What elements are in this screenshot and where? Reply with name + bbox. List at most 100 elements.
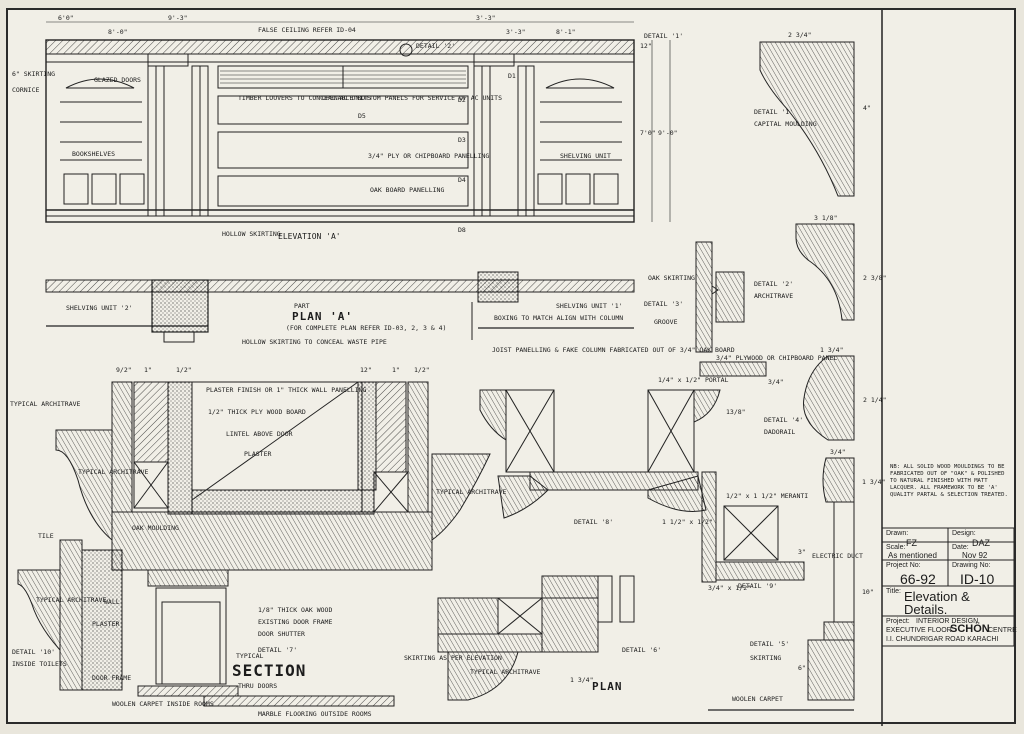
note: 1/2" x 1 1/2" MERANTI bbox=[726, 492, 808, 500]
note: HOLLOW SKIRTING TO CONCEAL WASTE PIPE bbox=[242, 338, 387, 346]
note: CORNICE bbox=[12, 86, 39, 94]
note: OPENABLE BOTTOM PANELS FOR SERVICE OF AC… bbox=[322, 94, 502, 102]
scale-label: Scale: bbox=[886, 544, 906, 551]
title-block-frame bbox=[881, 10, 1015, 726]
project-no-label: Project No: bbox=[886, 562, 921, 569]
note: OAK SKIRTING bbox=[648, 274, 695, 282]
design-value: DAZ bbox=[972, 538, 990, 548]
dim-label: 2 3/4" bbox=[788, 31, 811, 39]
dim-label: 1" bbox=[392, 366, 400, 374]
date-value: Nov 92 bbox=[962, 551, 988, 560]
note: PLASTER bbox=[244, 450, 271, 458]
note: TYPICAL ARCHITRAVE bbox=[36, 596, 107, 604]
project-line2: EXECUTIVE FLOOR bbox=[886, 627, 952, 634]
detail-4-subtitle: DADORAIL bbox=[764, 428, 795, 436]
detail-3-subtitle: GROOVE bbox=[654, 318, 678, 326]
dim-label: 12" bbox=[360, 366, 372, 374]
note: 3/4" PLY OR CHIPBOARD PANELLING bbox=[368, 152, 489, 160]
note: D2 bbox=[458, 96, 466, 104]
note: WOOLEN CARPET bbox=[732, 695, 783, 703]
note: EXISTING DOOR FRAME bbox=[258, 618, 332, 626]
dim-label: 12" bbox=[640, 42, 652, 50]
note: GLAZED DOORS bbox=[94, 76, 141, 84]
detail-9-title: DETAIL '9' bbox=[738, 582, 777, 590]
note: DOOR SHUTTER bbox=[258, 630, 305, 638]
note: TYPICAL ARCHITRAVE bbox=[436, 488, 507, 496]
dim-label: 7'0" bbox=[640, 129, 656, 137]
elevation-a-title: ELEVATION 'A' bbox=[278, 232, 341, 241]
note: D8 bbox=[458, 226, 466, 234]
drawing-no-label: Drawing No: bbox=[952, 562, 991, 569]
note: TIMBER LOUVERS TO CONCEAL AC UNITS bbox=[238, 94, 371, 102]
note: LINTEL ABOVE DOOR bbox=[226, 430, 293, 438]
note: SHELVING UNIT '1' bbox=[556, 302, 623, 310]
note: BOXING TO MATCH ALIGN WITH COLUMN bbox=[494, 314, 623, 322]
dim-label: 1 3/4" bbox=[570, 676, 593, 684]
note: OAK BOARD PANELLING bbox=[370, 186, 444, 194]
note: PLASTER bbox=[92, 620, 119, 628]
drawing-canvas: ELEVATION 'A' 6'0" 9'-3" 3'-3" 8'-0" 3'-… bbox=[10, 10, 1015, 726]
note: INSIDE TOILETS bbox=[12, 660, 67, 668]
dim-label: 8'-1" bbox=[556, 28, 576, 36]
dim-label: 4" bbox=[863, 104, 871, 112]
project-value: INTERIOR DESIGN bbox=[916, 618, 979, 625]
drawn-label: Drawn: bbox=[886, 530, 909, 537]
dim-label: 6" bbox=[798, 664, 806, 672]
note: 1/2" THICK PLY WOOD BOARD bbox=[208, 408, 306, 416]
note: WOOLEN CARPET INSIDE ROOMS bbox=[112, 700, 214, 708]
detail-2-profile bbox=[795, 223, 855, 321]
note: PLASTER FINISH OR 1" THICK WALL PANELLIN… bbox=[206, 386, 367, 394]
dim-label: 1 3/4" bbox=[820, 346, 843, 354]
general-note: NB: ALL SOLID WOOD MOULDINGS TO BE FABRI… bbox=[890, 464, 1008, 498]
note: 1 1/2" x 1/2" bbox=[662, 518, 713, 526]
detail-3-drawing bbox=[695, 241, 745, 353]
detail-1-profile bbox=[759, 41, 855, 197]
dim-label: 3/4" bbox=[830, 448, 846, 456]
note: D3 bbox=[458, 136, 466, 144]
title-label: Title: bbox=[886, 588, 901, 595]
detail-6-title: DETAIL '6' bbox=[622, 646, 661, 654]
dim-label: 3'-3" bbox=[506, 28, 526, 36]
plan-label: PLAN bbox=[592, 680, 623, 693]
detail-5-title: DETAIL '5' bbox=[750, 640, 789, 648]
note: ELECTRIC DUCT bbox=[812, 552, 863, 560]
note: OAK MOULDING bbox=[132, 524, 179, 532]
elevation-a bbox=[45, 21, 671, 223]
dim-label: 9'-3" bbox=[168, 14, 188, 22]
note: WALL bbox=[104, 598, 120, 606]
plan-a-subtitle: (FOR COMPLETE PLAN REFER ID-03, 2, 3 & 4… bbox=[286, 324, 446, 332]
dim-label: 3" bbox=[798, 548, 806, 556]
drawing-no-value: ID-10 bbox=[960, 571, 995, 587]
note: DETAIL '1' bbox=[644, 32, 683, 40]
note: D5 bbox=[358, 112, 366, 120]
plan-a bbox=[45, 271, 635, 343]
detail-6-drawing bbox=[437, 575, 635, 701]
note: HOLLOW SKIRTING bbox=[222, 230, 281, 238]
dim-label: 1/2" bbox=[176, 366, 192, 374]
note: BOOKSHELVES bbox=[72, 150, 115, 158]
project-no-value: 66-92 bbox=[900, 571, 936, 587]
note: 3/4" PLYWOOD OR CHIPBOARD PANEL bbox=[716, 354, 837, 362]
note: MARBLE FLOORING OUTSIDE ROOMS bbox=[258, 710, 372, 718]
note: JOIST PANELLING & FAKE COLUMN FABRICATED… bbox=[492, 346, 735, 354]
note: TILE bbox=[38, 532, 54, 540]
dim-label: 9'-0" bbox=[658, 129, 678, 137]
note: TYPICAL ARCHITRAVE bbox=[78, 468, 149, 476]
note: D1 bbox=[508, 72, 516, 80]
dim-label: 6'0" bbox=[58, 14, 74, 22]
section-title: SECTION bbox=[232, 661, 306, 680]
section-drawing bbox=[17, 381, 491, 707]
detail-5-subtitle: SKIRTING bbox=[750, 654, 781, 662]
project-label: Project: bbox=[886, 618, 910, 625]
detail-3-title: DETAIL '3' bbox=[644, 300, 683, 308]
note: DETAIL '2' bbox=[416, 42, 455, 50]
detail-9-drawing bbox=[701, 471, 805, 583]
detail-8-drawing bbox=[479, 361, 767, 519]
dim-label: 1" bbox=[144, 366, 152, 374]
section-subtitle: THRU DOORS bbox=[238, 682, 277, 690]
drawing-title: Elevation & Details. bbox=[904, 589, 970, 617]
note: D4 bbox=[458, 176, 466, 184]
detail-5-drawing bbox=[708, 457, 855, 711]
dim-label: 1 3/4" bbox=[862, 478, 885, 486]
note: 13/8" bbox=[726, 408, 746, 416]
